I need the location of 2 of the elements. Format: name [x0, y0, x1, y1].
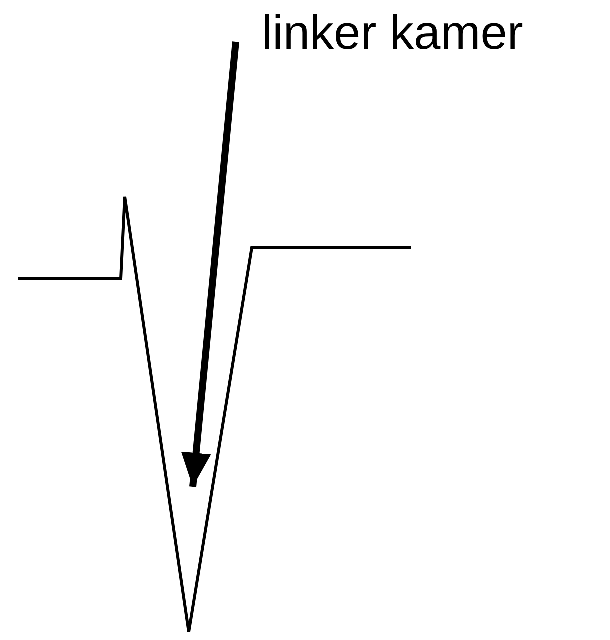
arrow — [181, 42, 240, 488]
text-label: linker kamer — [236, 8, 524, 61]
